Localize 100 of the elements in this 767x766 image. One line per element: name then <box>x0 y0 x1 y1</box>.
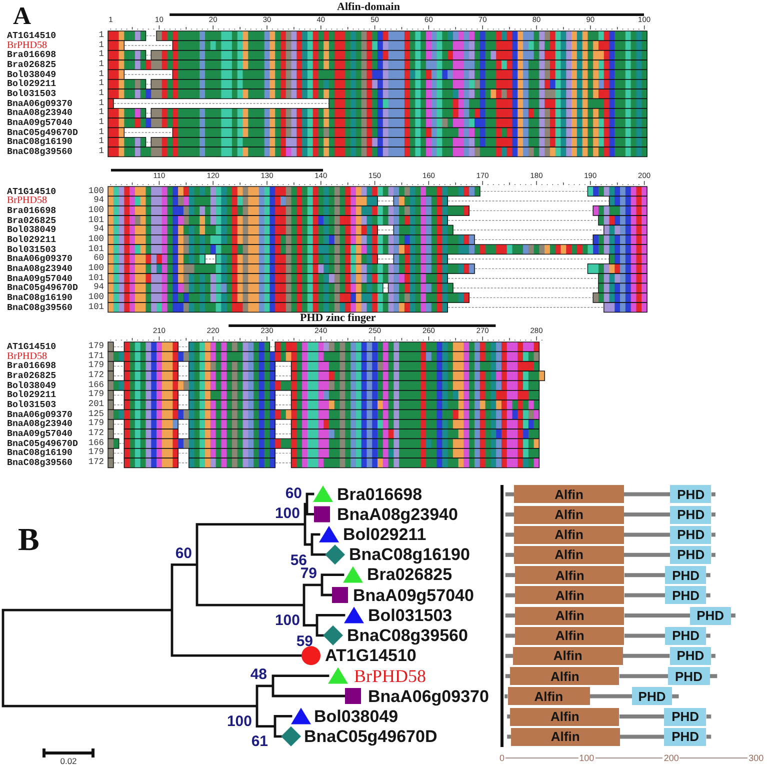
sequence-name: Bra026825 <box>7 371 56 381</box>
start-position: 179 <box>88 342 104 352</box>
sequence-name: BnaC08g39560 <box>7 302 72 312</box>
bootstrap-value: 60 <box>175 546 192 560</box>
tip-label: BnaC08g16190 <box>349 546 470 564</box>
protein-backbone-line <box>619 714 664 718</box>
domain-title: Alfin-domain <box>337 2 400 13</box>
start-position: 94 <box>94 225 104 235</box>
start-position: 1 <box>98 89 104 99</box>
start-position: 94 <box>94 196 104 206</box>
start-position: 1 <box>98 147 104 157</box>
sequence-name: Bol031503 <box>7 89 56 99</box>
start-position: 125 <box>88 410 104 419</box>
phd-domain-box: PHD <box>632 687 672 706</box>
sequence-name: BnaA06g09370 <box>7 254 72 264</box>
alfin-domain-box: Alfin <box>510 708 620 726</box>
start-position: 1 <box>98 137 104 147</box>
protein-backbone-line <box>624 573 666 578</box>
start-position: 1 <box>98 118 104 128</box>
phd-domain-box: PHD <box>665 586 706 604</box>
sequence-name: BnaC05g49670D <box>7 438 78 448</box>
sequence-name: Bra026825 <box>7 216 56 226</box>
protein-backbone-line <box>624 532 670 537</box>
axis-tick-label: 300 <box>748 754 765 762</box>
axis-tick-label: 0 <box>498 754 506 762</box>
start-position: 201 <box>88 400 104 410</box>
tip-label: BnaC08g39560 <box>347 626 468 644</box>
tip-label: Bol031503 <box>368 606 452 624</box>
sequence-name: BnaC08g16190 <box>7 137 72 147</box>
phd-domain-box: PHD <box>665 566 706 584</box>
sequence-name: BnaA06g09370 <box>7 98 72 108</box>
tip-label: BnaA08g23940 <box>337 506 458 523</box>
start-position: 100 <box>88 264 104 274</box>
sequence-name: BrPHD58 <box>7 40 48 50</box>
start-position: 1 <box>98 79 104 89</box>
sequence-name: BnaA09g57040 <box>7 118 72 128</box>
start-position: 100 <box>88 292 104 302</box>
start-position: 101 <box>88 216 104 225</box>
protein-backbone-line <box>624 593 666 598</box>
bootstrap-value: 100 <box>274 612 300 628</box>
protein-backbone-line <box>624 492 670 496</box>
start-position: 179 <box>88 419 104 429</box>
phd-domain-box: PHD <box>664 708 706 726</box>
bootstrap-value: 60 <box>285 486 302 501</box>
start-position: 172 <box>88 429 104 439</box>
start-position: 1 <box>98 50 104 60</box>
start-position: 1 <box>98 40 104 50</box>
phd-domain-box: PHD <box>665 626 706 645</box>
sequence-name: Bra016698 <box>7 361 56 371</box>
tip-label: BrPHD58 <box>354 666 426 685</box>
alfin-domain-box: Alfin <box>510 728 620 746</box>
start-position: 1 <box>98 98 104 108</box>
scale-label: 0.02 <box>60 757 77 766</box>
protein-backbone-line <box>620 734 664 739</box>
start-position: 1 <box>98 108 104 118</box>
bootstrap-value: 61 <box>251 734 268 748</box>
sequence-name: BnaC08g16190 <box>7 292 72 302</box>
sequence-name: BnaC05g49670D <box>7 283 78 293</box>
phd-domain-box: PHD <box>670 506 712 524</box>
sequence-name: Bol029211 <box>7 390 56 400</box>
phd-domain-box: PHD <box>668 667 710 686</box>
tip-label: BnaA09g57040 <box>353 586 474 604</box>
start-position: 94 <box>94 283 104 293</box>
phd-domain-box: PHD <box>670 646 712 665</box>
sequence-name: AT1G14510 <box>7 186 56 196</box>
start-position: 1 <box>98 31 104 41</box>
sequence-name: BnaA08g23940 <box>7 419 72 429</box>
protein-backbone-line <box>619 674 668 678</box>
sequence-name: AT1G14510 <box>7 31 56 41</box>
start-position: 101 <box>88 302 104 312</box>
tip-label: Bol038049 <box>314 708 398 725</box>
sequence-name: Bol029211 <box>7 234 56 244</box>
start-position: 1 <box>98 60 104 70</box>
tip-label: Bol029211 <box>343 526 426 543</box>
start-position: 172 <box>88 371 104 381</box>
start-position: 60 <box>94 254 104 264</box>
panel-letter: B <box>18 523 40 555</box>
alfin-domain-box: Alfin <box>514 506 624 524</box>
start-position: 172 <box>88 458 104 468</box>
start-position: 101 <box>88 274 104 283</box>
protein-backbone-line <box>624 512 670 516</box>
start-position: 101 <box>88 244 104 254</box>
sequence-name: BrPHD58 <box>7 196 48 206</box>
start-position: 166 <box>88 380 104 390</box>
start-position: 179 <box>88 448 104 458</box>
alfin-domain-box: Alfin <box>515 566 624 584</box>
start-position: 100 <box>88 206 104 216</box>
protein-backbone-line <box>624 552 670 557</box>
domain-title: PHD zinc finger <box>300 313 376 324</box>
sequence-name: BrPHD58 <box>7 352 48 362</box>
sequence-name: Bol029211 <box>7 79 56 89</box>
alfin-domain-box: Alfin <box>510 667 620 686</box>
sequence-name: BnaA08g23940 <box>7 264 72 274</box>
bootstrap-value: 48 <box>250 666 267 682</box>
alfin-domain-box: Alfin <box>514 546 624 564</box>
sequence-name: Bol038049 <box>7 380 56 390</box>
panel-letter: A <box>13 4 32 29</box>
bootstrap-value: 79 <box>300 566 317 581</box>
protein-backbone-line <box>624 614 690 618</box>
protein-backbone-line <box>590 694 632 698</box>
